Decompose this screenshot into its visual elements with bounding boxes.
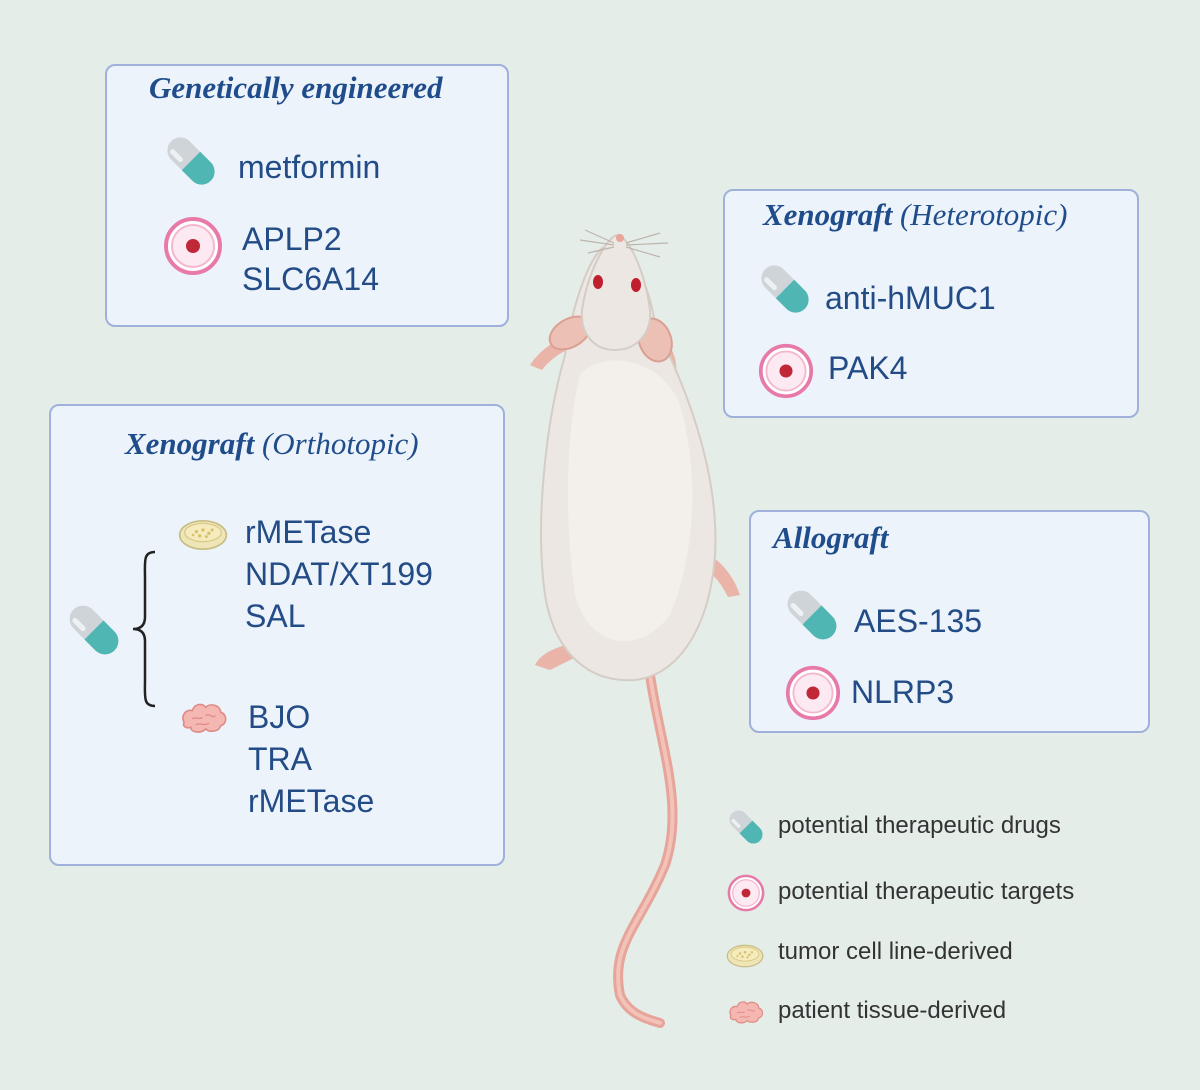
drug-label: rMETase [248,783,375,819]
drug-label: metformin [238,149,381,185]
target-icon [727,874,765,912]
tissue-icon [724,994,768,1032]
petri-dish-icon [175,510,231,560]
legend-targets-label: potential therapeutic targets [778,878,1075,905]
drug-label: TRA [248,741,312,777]
tissue-icon [175,694,233,744]
drug-label: AES-135 [854,603,983,639]
box-title: Xenograft (Heterotopic) [763,197,1068,232]
petri-dish-icon [722,937,768,975]
drug-label: SAL [245,598,306,634]
capsule-icon [63,599,125,661]
target-label: NLRP3 [851,674,955,710]
box-title: Genetically engineered [149,70,443,105]
legend-tissue-label: patient tissue-derived [778,997,1007,1024]
target-icon [163,216,223,276]
capsule-icon [725,806,767,848]
legend-drugs-label: potential therapeutic drugs [778,812,1061,839]
target-label: SLC6A14 [242,261,379,297]
capsule-icon [755,259,815,319]
drug-label: anti-hMUC1 [825,280,996,316]
target-label: PAK4 [828,350,908,386]
drug-label: BJO [248,699,311,735]
genetically-engineered-box: Genetically engineered metformin APLP2 S… [105,64,509,327]
xenograft-heterotopic-box: Xenograft (Heterotopic) anti-hMUC1 PAK4 [723,189,1139,418]
target-icon [785,665,841,721]
legend-cell-line-label: tumor cell line-derived [778,938,1013,965]
capsule-icon [781,584,843,646]
capsule-icon [161,131,221,191]
allograft-box: Allograft AES-135 NLRP3 [749,510,1150,733]
drug-label: rMETase [245,514,372,550]
xenograft-orthotopic-box: Xenograft (Orthotopic) rMETase NDAT/XT19… [49,404,505,866]
target-icon [758,343,814,399]
mouse-illustration [510,225,770,1035]
box-title: Allograft [773,520,889,555]
brace-icon [129,549,159,709]
box-title: Xenograft (Orthotopic) [125,426,419,461]
target-label: APLP2 [242,221,342,257]
drug-label: NDAT/XT199 [245,556,433,592]
